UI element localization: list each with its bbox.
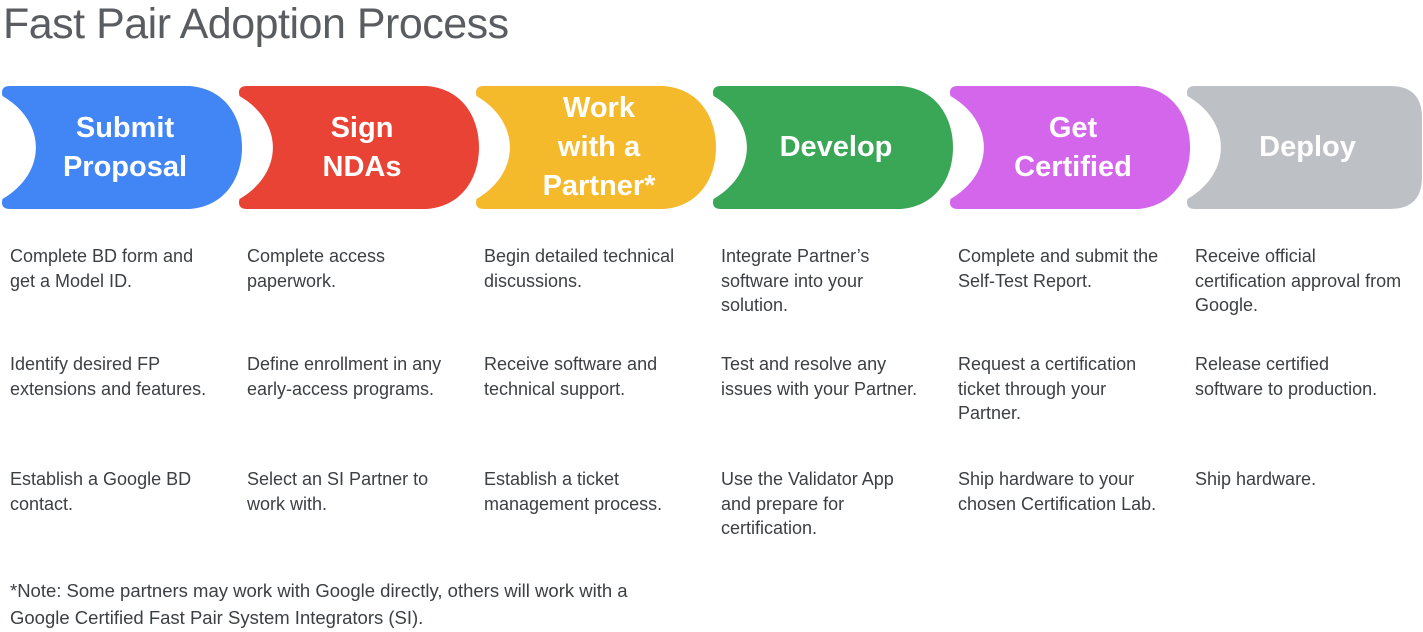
- description-develop-row-3: Use the Validator App and prepare for ce…: [721, 469, 894, 538]
- description-deploy-row-3: Ship hardware.: [1195, 469, 1317, 489]
- step-label-work-with-a-partner: Work with a Partner*: [474, 86, 716, 209]
- step-label-line: Partner*: [542, 170, 656, 202]
- step-label-line: Deploy: [1259, 131, 1356, 163]
- step-label-develop: Develop: [711, 86, 953, 209]
- page-title: Fast Pair Adoption Process: [3, 0, 509, 48]
- description-submit-proposal-row-2: Identify desired FP extensions and featu…: [10, 354, 207, 399]
- step-work-with-a-partner: Work with a Partner*: [474, 86, 716, 209]
- step-label-line: Submit: [75, 111, 175, 144]
- step-label-line: Work: [563, 92, 635, 124]
- description-get-certified-row-2: Request a certification ticket through y…: [958, 354, 1137, 423]
- step-label-line: with a: [557, 131, 641, 163]
- step-deploy: Deploy: [1185, 86, 1422, 209]
- description-sign-ndas-row-2: Define enrollment in any early-access pr…: [247, 354, 442, 399]
- step-label-deploy: Deploy: [1185, 86, 1422, 209]
- step-label-line: Certified: [1014, 150, 1132, 183]
- step-label-line: NDAs: [322, 150, 402, 183]
- step-label-line: Proposal: [62, 150, 188, 183]
- step-label-line: Sign: [330, 111, 394, 144]
- step-shape-sign-ndas: [239, 86, 479, 209]
- description-work-with-a-partner-row-2: Receive software and technical support.: [484, 354, 658, 399]
- description-work-with-a-partner-row-3: Establish a ticket management process.: [484, 469, 663, 514]
- description-develop-row-1: Integrate Partner’s software into your s…: [721, 246, 870, 315]
- step-label-line: Develop: [779, 131, 893, 163]
- description-submit-proposal-row-1: Complete BD form and get a Model ID.: [10, 246, 194, 291]
- description-develop-row-2: Test and resolve any issues with your Pa…: [721, 354, 918, 399]
- step-shape-submit-proposal: [2, 86, 242, 209]
- step-label-line: Get: [1048, 111, 1098, 144]
- step-develop: Develop: [711, 86, 953, 209]
- description-submit-proposal-row-3: Establish a Google BD contact.: [10, 469, 192, 514]
- step-shape-deploy: [1187, 86, 1422, 209]
- step-shape-get-certified: [950, 86, 1190, 209]
- description-sign-ndas-row-3: Select an SI Partner to work with.: [247, 469, 429, 514]
- description-work-with-a-partner-row-1: Begin detailed technical discussions.: [484, 246, 675, 291]
- footnote: *Note: Some partners may work with Googl…: [10, 580, 628, 628]
- description-get-certified-row-3: Ship hardware to your chosen Certificati…: [958, 469, 1157, 514]
- description-sign-ndas-row-1: Complete access paperwork.: [247, 246, 386, 291]
- description-deploy-row-2: Release certified software to production…: [1195, 354, 1378, 399]
- step-shape-work-with-a-partner: [476, 86, 716, 209]
- step-shape-develop: [713, 86, 953, 209]
- description-get-certified-row-1: Complete and submit the Self-Test Report…: [958, 246, 1159, 291]
- description-deploy-row-1: Receive official certification approval …: [1195, 246, 1402, 315]
- step-descriptions-grid: Complete BD form and get a Model ID. Comp…: [0, 244, 1423, 541]
